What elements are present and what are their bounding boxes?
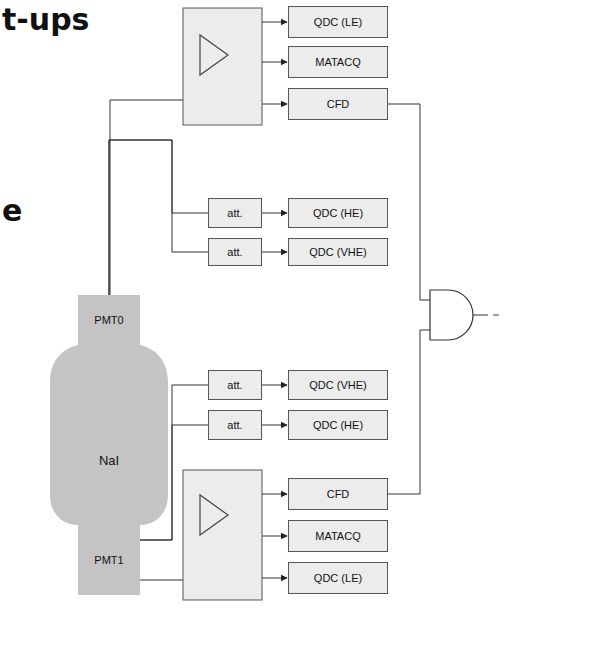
module-box: MATACQ — [288, 520, 388, 552]
module-box: QDC (HE) — [288, 198, 388, 228]
amplifier-box — [183, 470, 262, 600]
node-text: NaI — [99, 453, 119, 468]
node-text: PMT0 — [94, 314, 123, 326]
amplifier-symbol — [200, 495, 228, 535]
signal-connector — [262, 425, 287, 426]
node-text: att. — [227, 379, 242, 391]
output-arrow — [262, 62, 287, 63]
node-text: att. — [227, 207, 242, 219]
node-text: CFD — [327, 488, 350, 500]
node-text: QDC (LE) — [314, 16, 362, 28]
attenuator-box: att. — [208, 370, 262, 400]
gate-output — [473, 315, 488, 316]
output-arrow — [262, 494, 287, 495]
module-box: QDC (VHE) — [288, 238, 388, 266]
node-text: QDC (HE) — [313, 207, 363, 219]
module-box: MATACQ — [288, 46, 388, 78]
node-text: QDC (VHE) — [309, 379, 366, 391]
node-text: CFD — [327, 98, 350, 110]
module-box: QDC (LE) — [288, 562, 388, 594]
module-box: QDC (HE) — [288, 410, 388, 440]
attenuator-box: att. — [208, 238, 262, 266]
and-gate — [430, 290, 473, 340]
signal-connector — [140, 385, 208, 540]
node-text: att. — [227, 246, 242, 258]
signal-connector — [109, 140, 208, 295]
title-fragment: t-ups — [2, 2, 89, 37]
pmt-window: PMT1 — [78, 525, 140, 595]
signal-connector — [262, 252, 287, 253]
attenuator-box: att. — [208, 198, 262, 228]
pmt-window: PMT0 — [78, 295, 140, 345]
output-arrow — [262, 578, 287, 579]
module-box: CFD — [288, 478, 388, 510]
trigger-wire — [388, 104, 430, 300]
module-box: CFD — [288, 88, 388, 120]
node-text: MATACQ — [315, 530, 360, 542]
node-text: MATACQ — [315, 56, 360, 68]
signal-connector — [109, 140, 208, 295]
signal-connector — [262, 385, 287, 386]
nai-crystal — [50, 295, 168, 595]
trigger-wire — [388, 330, 430, 494]
amplifier-symbol — [200, 35, 228, 75]
signal-connector — [140, 425, 208, 540]
signal-wire — [140, 580, 183, 581]
output-arrow — [262, 104, 287, 105]
output-arrow — [262, 22, 287, 23]
output-arrow — [262, 536, 287, 537]
node-text: PMT1 — [94, 554, 123, 566]
crystal-label: NaI — [52, 440, 166, 480]
node-text: QDC (LE) — [314, 572, 362, 584]
signal-connector — [262, 213, 287, 214]
gate-output — [493, 315, 499, 316]
node-text: QDC (HE) — [313, 419, 363, 431]
amplifier-box — [183, 8, 262, 125]
module-box: QDC (VHE) — [288, 370, 388, 400]
title-fragment: e — [2, 193, 22, 228]
module-box: QDC (LE) — [288, 6, 388, 38]
node-text: QDC (VHE) — [309, 246, 366, 258]
attenuator-box: att. — [208, 410, 262, 440]
node-text: att. — [227, 419, 242, 431]
